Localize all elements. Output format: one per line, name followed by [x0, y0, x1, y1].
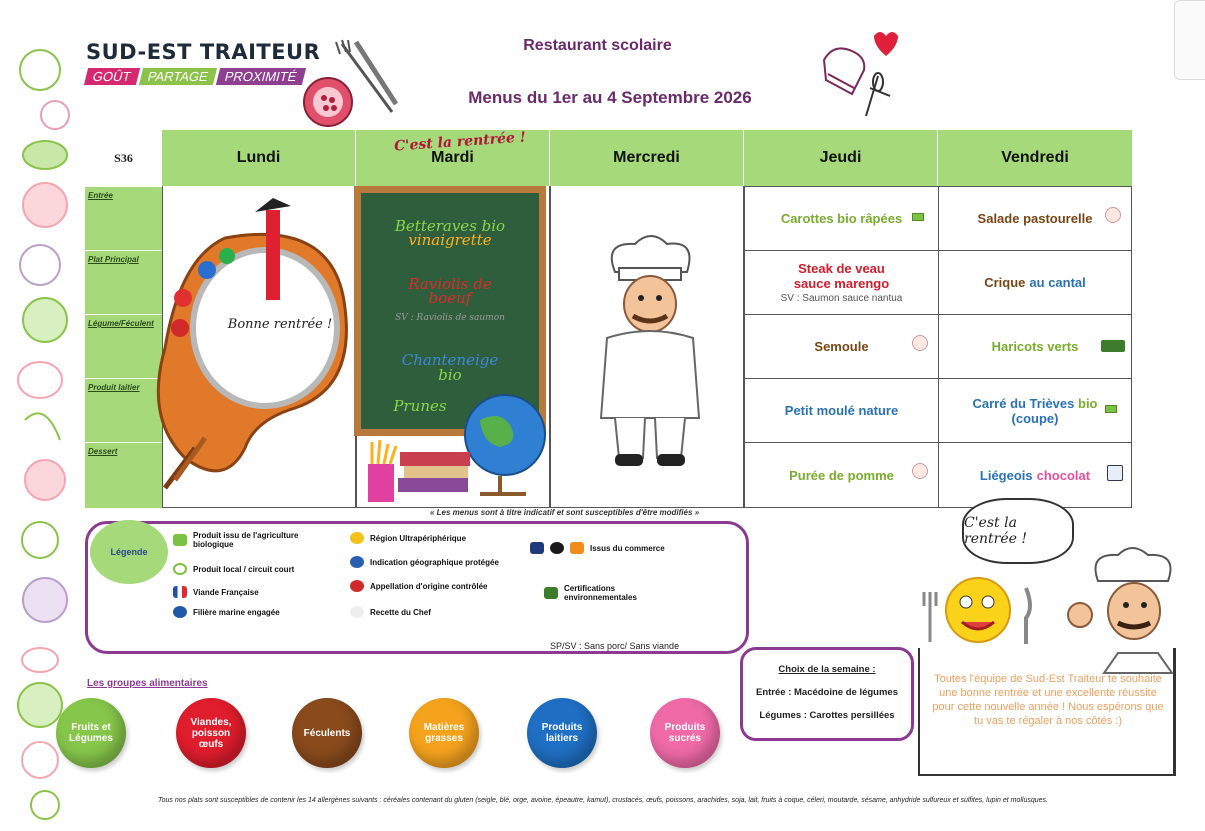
- food-group-viandes: Viandes, poisson œufs: [176, 698, 246, 768]
- fair-trade-icon: [570, 542, 584, 554]
- marine-icon: [173, 606, 187, 618]
- paint-palette-illustration: [156, 198, 348, 490]
- menu-disclaimer: « Les menus sont à titre indicatif et so…: [430, 508, 700, 517]
- mardi-plat-sv: SV : Raviolis de saumon: [395, 313, 505, 323]
- day-header-vendredi: Vendredi: [938, 130, 1132, 186]
- eco-certification-icon: [544, 587, 558, 599]
- legend-local: Produit local / circuit court: [173, 563, 294, 575]
- lundi-bonne-rentree: Bonne rentrée !: [227, 317, 333, 332]
- mardi-plat-a: Raviolis de: [408, 275, 492, 293]
- chef-recipe-icon: [912, 335, 928, 351]
- legend-enviro: Certifications environnementales: [544, 584, 674, 602]
- brand-tag-proximite: PROXIMITÉ: [215, 68, 306, 85]
- fair-trade-icon: [550, 542, 564, 554]
- chef-ok-illustration: [1067, 547, 1174, 674]
- jeudi-dessert: Purée de pomme: [744, 442, 939, 508]
- legend-viande-fr: Viande Française: [173, 586, 259, 598]
- mardi-dessert: Prunes: [393, 397, 447, 415]
- message-frame: [918, 648, 1176, 776]
- mardi-chalkboard: Betteraves bio vinaigrette Raviolis de b…: [354, 186, 546, 436]
- choix-title: Choix de la semaine :: [778, 664, 876, 675]
- aoc-icon: [350, 580, 364, 592]
- location-pin-icon: [173, 563, 187, 575]
- legend-rup: Région Ultrapériphérique: [350, 532, 466, 544]
- brand-logo: SUD-EST TRAITEUR GOÛT PARTAGE PROXIMITÉ: [83, 40, 321, 85]
- rup-icon: [350, 532, 364, 544]
- choix-entree: Entrée : Macédoine de légumes: [755, 687, 898, 698]
- legend-commerce: Issus du commerce: [530, 542, 665, 554]
- choix-semaine: Choix de la semaine : Entrée : Macédoine…: [740, 647, 914, 741]
- mardi-legume-a: Chanteneige: [401, 351, 499, 369]
- brand-tag-gout: GOÛT: [83, 68, 140, 85]
- food-group-feculents: Féculents: [292, 698, 362, 768]
- welcome-message: Toutes l'équipe de Sud-Est Traiteur te s…: [932, 673, 1164, 727]
- legend-aoc: Appellation d'origine contrôlée: [350, 580, 487, 592]
- mardi-entree-b: vinaigrette: [408, 231, 492, 249]
- row-label-plat: Plat Principal: [85, 250, 162, 314]
- chef-recipe-icon: [1105, 207, 1121, 223]
- chef-recipe-icon: [350, 606, 364, 618]
- food-group-produits-sucres: Produits sucrés: [650, 698, 720, 768]
- brand-tagline: GOÛT PARTAGE PROXIMITÉ: [83, 68, 320, 85]
- legend-panel: [85, 521, 749, 654]
- choix-legumes: Légumes : Carottes persillées: [759, 710, 895, 721]
- emoji-fork-knife-illustration: [922, 577, 1032, 644]
- mardi-entree-a: Betteraves bio: [394, 217, 506, 235]
- vendredi-entree: Salade pastourelle: [938, 186, 1132, 251]
- fair-trade-icon: [530, 542, 544, 554]
- food-groups-title: Les groupes alimentaires: [87, 678, 208, 689]
- allergens-notice: Tous nos plats sont susceptibles de cont…: [158, 797, 1049, 804]
- food-group-matieres-grasses: Matières grasses: [409, 698, 479, 768]
- brand-tag-partage: PARTAGE: [138, 68, 217, 85]
- pomegranate-cutlery-icon: [303, 39, 399, 127]
- row-label-entree: Entrée: [85, 186, 162, 250]
- row-label-dessert: Dessert: [85, 442, 162, 508]
- bio-label-icon: [173, 534, 187, 546]
- row-label-legume: Légume/Féculent: [85, 314, 162, 378]
- sp-sv-note: SP/SV : Sans porc/ Sans viande: [550, 641, 680, 651]
- french-meat-icon: [173, 586, 187, 598]
- day-header-jeudi: Jeudi: [744, 130, 938, 186]
- week-number: S36: [114, 150, 133, 165]
- mardi-legume-b: bio: [438, 366, 462, 384]
- vendredi-legume: Haricots verts: [938, 314, 1132, 379]
- legend-bio: Produit issu de l'agriculture biologique: [173, 531, 323, 549]
- vendredi-laitier: Carré du Trièves bio (coupe): [938, 378, 1132, 443]
- igp-icon: [350, 556, 364, 568]
- legend-marine: Filière marine engagée: [173, 606, 280, 618]
- food-group-fruits-legumes: Fruits et Légumes: [56, 698, 126, 768]
- mardi-plat-b: boeuf: [428, 289, 472, 307]
- decorative-vegetables-strip: [17, 49, 70, 820]
- side-tab: [1174, 0, 1205, 80]
- legend-chef: Recette du Chef: [350, 606, 431, 618]
- menu-dates: Menus du 1er au 4 Septembre 2026: [468, 88, 752, 107]
- chef-recipe-icon: [912, 463, 928, 479]
- bio-label-icon: [912, 213, 924, 221]
- chef-hat-heart-icon: [822, 32, 898, 117]
- brand-name: SUD-EST TRAITEUR: [86, 40, 321, 64]
- jeudi-entree: Carottes bio râpées: [744, 186, 939, 251]
- jeudi-laitier: Petit moulé nature: [744, 378, 939, 443]
- chef-illustration: [599, 235, 701, 466]
- french-origin-icon: [1107, 465, 1123, 481]
- day-header-mercredi: Mercredi: [550, 130, 744, 186]
- rentree-speech-bubble: C'est la rentrée !: [962, 498, 1074, 564]
- school-supplies-globe-illustration: [368, 394, 546, 502]
- page-title: Restaurant scolaire: [523, 37, 672, 54]
- day-header-lundi: Lundi: [162, 130, 356, 186]
- legend-igp: Indication géographique protégée: [350, 556, 499, 568]
- jeudi-legume: Semoule: [744, 314, 939, 379]
- legend-title: Légende: [90, 520, 168, 584]
- mercredi-column: [550, 186, 744, 508]
- food-group-produits-laitiers: Produits laitiers: [527, 698, 597, 768]
- bio-label-icon: [1105, 405, 1117, 413]
- eco-certification-icon: [1101, 340, 1125, 352]
- day-header-mardi: Mardi: [356, 130, 550, 186]
- row-label-laitier: Produit laitier: [85, 378, 162, 442]
- menu-table: S36 Lundi Mardi Mercredi Jeudi Vendredi …: [85, 130, 1132, 508]
